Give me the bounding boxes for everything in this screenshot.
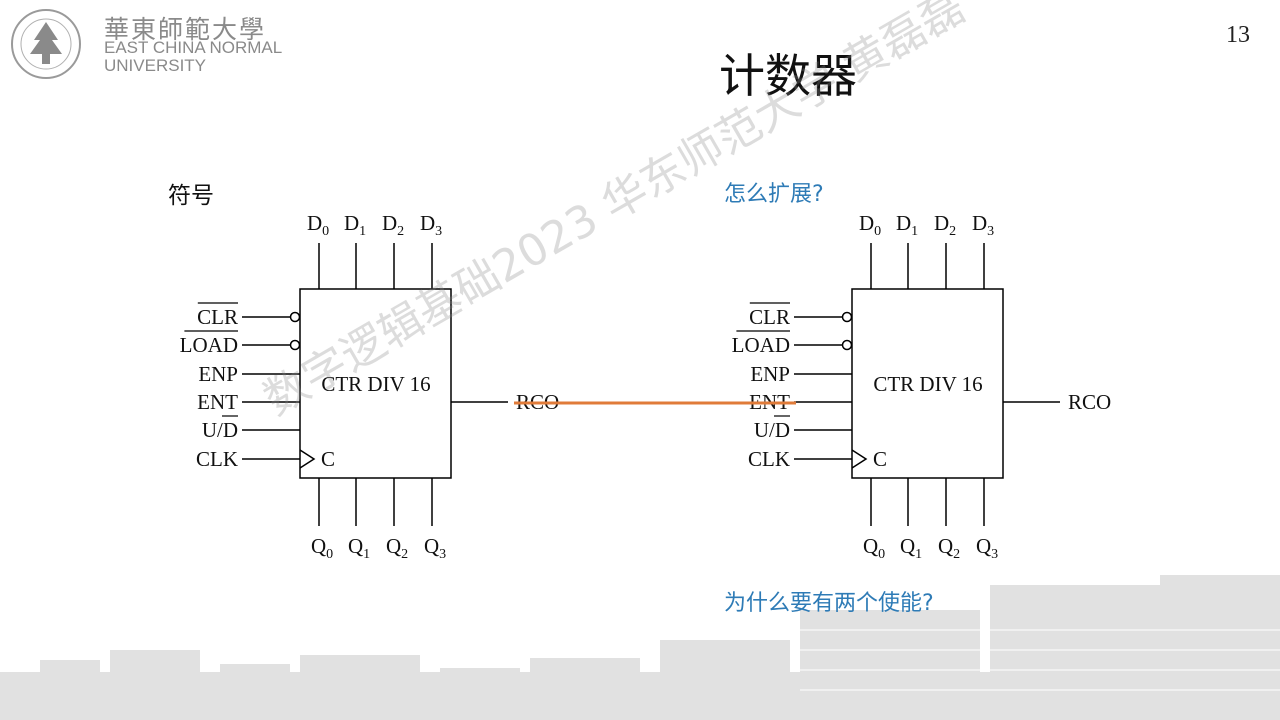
right-counter-pin-label: CLK — [748, 447, 790, 471]
right-counter-output-label: Q3 — [976, 534, 998, 562]
left-counter-inverting-bubble — [289, 311, 301, 323]
right-counter-pin-label: CLR — [749, 305, 790, 329]
left-counter-block-body — [299, 288, 452, 479]
two-enables-question: 为什么要有两个使能? — [724, 591, 934, 616]
right-counter-pin-label: LOAD — [732, 333, 790, 357]
right-counter-clock-triangle — [851, 449, 868, 469]
university-logo: 華東師範大學 EAST CHINA NORMAL UNIVERSITY — [8, 6, 298, 82]
left-counter-pin-label: U/D — [202, 418, 238, 442]
left-counter-data-input-label: D0 — [307, 211, 329, 239]
expand-question: 怎么扩展? — [724, 182, 824, 207]
right-counter-data-input-label: D2 — [934, 211, 956, 239]
left-counter-data-input-label: D1 — [344, 211, 366, 239]
logo-english-line1: EAST CHINA NORMAL — [104, 38, 283, 57]
right-counter-data-input-label: D0 — [859, 211, 881, 239]
left-counter-inverting-bubble — [289, 339, 301, 351]
left-counter-pin-label: CLK — [196, 447, 238, 471]
left-counter-clock-label: C — [321, 447, 335, 471]
right-counter-output-label: Q1 — [900, 534, 922, 562]
left-counter-data-input-label: D2 — [382, 211, 404, 239]
left-counter-block-name: CTR DIV 16 — [321, 372, 430, 396]
right-counter-block-body — [851, 288, 1004, 479]
page-number: 13 — [1226, 22, 1250, 48]
logo-english-name: EAST CHINA NORMAL UNIVERSITY — [104, 39, 282, 75]
left-counter-output-label: Q3 — [424, 534, 446, 562]
right-counter-output-label: Q2 — [938, 534, 960, 562]
left-counter-pin-label: ENP — [198, 362, 238, 386]
left-counter-output-label: Q2 — [386, 534, 408, 562]
left-counter-pin-label: ENT — [197, 390, 238, 414]
right-counter-inverting-bubble — [841, 311, 853, 323]
right-counter-output-label: Q0 — [863, 534, 885, 562]
right-counter-inverting-bubble — [841, 339, 853, 351]
university-seal-icon — [11, 9, 81, 79]
right-counter-block-name: CTR DIV 16 — [873, 372, 982, 396]
right-counter-pin-label: ENP — [750, 362, 790, 386]
symbol-label: 符号 — [168, 183, 214, 209]
right-counter-clock-label: C — [873, 447, 887, 471]
left-counter-pin-label: LOAD — [180, 333, 238, 357]
left-counter-output-label: Q0 — [311, 534, 333, 562]
left-counter-data-input-label: D3 — [420, 211, 442, 239]
logo-english-line2: UNIVERSITY — [104, 56, 207, 75]
right-counter-rco-label: RCO — [1068, 390, 1111, 414]
right-counter-pin-label: U/D — [754, 418, 790, 442]
slide-title: 计数器 — [719, 49, 857, 103]
left-counter-output-label: Q1 — [348, 534, 370, 562]
right-counter-data-input-label: D3 — [972, 211, 994, 239]
left-counter-pin-label: CLR — [197, 305, 238, 329]
left-counter-clock-triangle — [299, 449, 316, 469]
right-counter-data-input-label: D1 — [896, 211, 918, 239]
logo-chinese-name: 華東師範大學 — [104, 15, 267, 44]
